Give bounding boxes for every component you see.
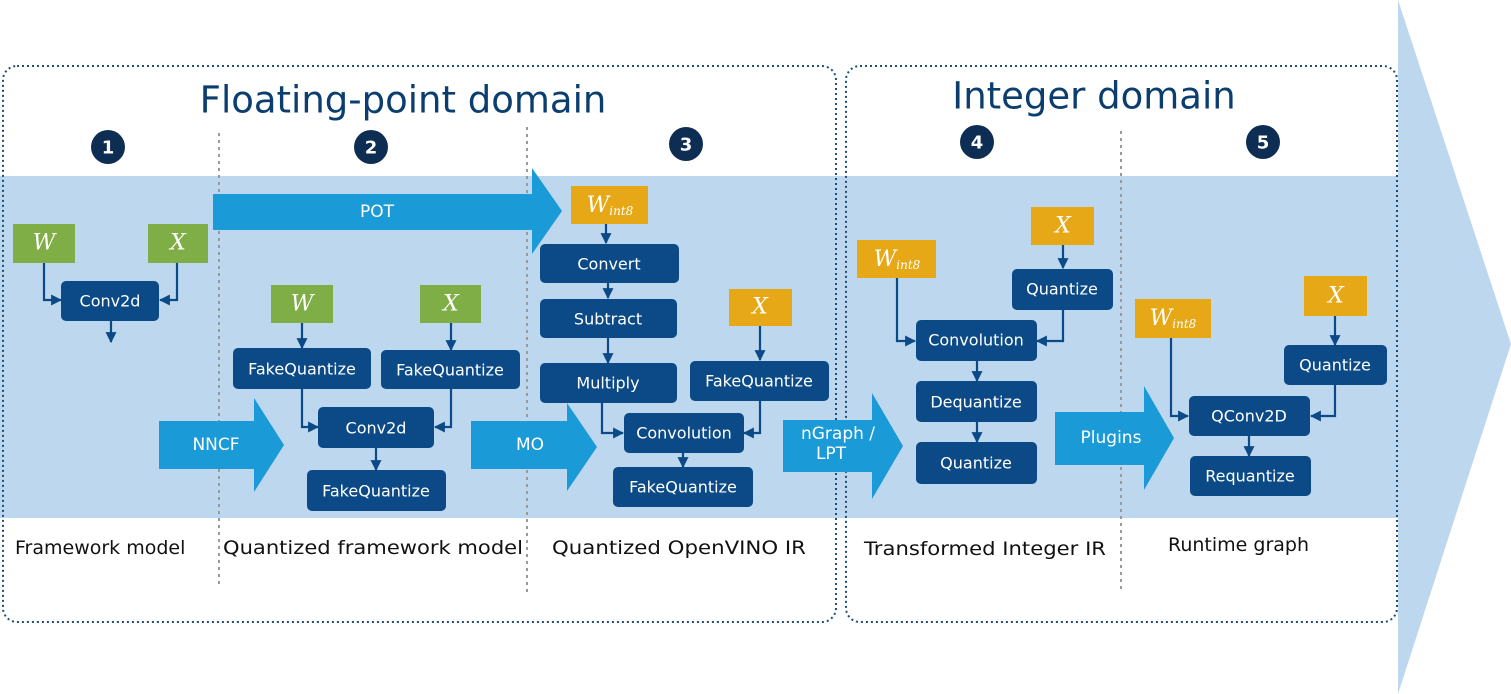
svg-text:Conv2d: Conv2d (80, 292, 141, 311)
s1-conv2d-node: Conv2d (61, 281, 159, 321)
stage-label-runtime-graph: Runtime graph (1168, 534, 1309, 556)
plugins-arrow: Plugins (1055, 386, 1174, 490)
ngraph-lpt-arrow: nGraph / LPT (783, 393, 903, 499)
s1-var-w: W (13, 224, 75, 263)
s3-fakequantize-out-node: FakeQuantize (613, 467, 753, 507)
s3-var-w-int8: Wint8 (571, 186, 648, 224)
svg-text:X: X (1326, 284, 1345, 309)
svg-text:FakeQuantize: FakeQuantize (705, 372, 813, 391)
svg-text:Convolution: Convolution (928, 331, 1024, 350)
floating-point-domain-title: Floating-point domain (200, 79, 607, 122)
stage-label-framework-model: Framework model (15, 537, 185, 559)
s3-fakequantize-x-node: FakeQuantize (690, 361, 829, 401)
s2-var-x: X (420, 285, 481, 323)
s4-dequantize-node: Dequantize (916, 381, 1037, 422)
mo-arrow: MO (471, 403, 597, 491)
svg-text:Quantize: Quantize (1026, 280, 1098, 299)
svg-text:LPT: LPT (816, 444, 847, 464)
s5-qconv2d-node: QConv2D (1189, 396, 1310, 436)
connectors (42, 224, 1341, 472)
s3-convert-node: Convert (540, 244, 679, 283)
s3-subtract-node: Subtract (540, 299, 677, 338)
svg-text:Multiply: Multiply (576, 374, 639, 393)
svg-text:POT: POT (360, 202, 395, 222)
s2-var-w: W (271, 285, 333, 323)
s3-convolution-node: Convolution (624, 413, 744, 453)
svg-text:5: 5 (1257, 133, 1270, 154)
svg-text:FakeQuantize: FakeQuantize (396, 361, 504, 380)
svg-text:Wint8: Wint8 (1150, 306, 1197, 332)
svg-text:Quantize: Quantize (940, 454, 1012, 473)
pot-arrow: POT (213, 168, 562, 254)
s2-fakequantize-out-node: FakeQuantize (307, 470, 446, 511)
s5-var-w-int8: Wint8 (1135, 299, 1211, 338)
svg-text:W: W (291, 292, 316, 317)
svg-text:nGraph /: nGraph / (801, 424, 875, 444)
s1-var-x: X (148, 224, 208, 263)
svg-text:Wint8: Wint8 (587, 193, 634, 219)
svg-text:QConv2D: QConv2D (1211, 407, 1287, 426)
svg-text:4: 4 (971, 133, 984, 154)
s4-quantize-x-node: Quantize (1012, 269, 1113, 310)
s3-var-x: X (729, 289, 792, 326)
svg-text:X: X (441, 292, 460, 317)
svg-text:MO: MO (516, 435, 544, 455)
step-badge-5: 5 (1246, 125, 1280, 159)
s5-requantize-node: Requantize (1190, 456, 1311, 496)
svg-text:Dequantize: Dequantize (930, 393, 1021, 412)
s3-multiply-node: Multiply (540, 363, 677, 403)
step-badge-3: 3 (669, 127, 703, 161)
svg-text:FakeQuantize: FakeQuantize (322, 482, 430, 501)
s5-quantize-x-node: Quantize (1284, 345, 1387, 385)
svg-text:NNCF: NNCF (192, 435, 239, 455)
floating-point-domain-box (2, 65, 837, 623)
stage-label-quantized-openvino-ir: Quantized OpenVINO IR (552, 537, 806, 559)
svg-text:Conv2d: Conv2d (346, 419, 407, 438)
svg-text:2: 2 (365, 138, 378, 159)
stage-label-transformed-integer-ir: Transformed Integer IR (863, 538, 1106, 560)
step-badge-2: 2 (354, 130, 388, 164)
svg-text:Subtract: Subtract (574, 310, 642, 329)
integer-domain-title: Integer domain (952, 75, 1235, 118)
nncf-arrow: NNCF (159, 398, 284, 492)
s2-fakequantize-x-node: FakeQuantize (381, 350, 520, 389)
step-badge-4: 4 (960, 125, 994, 159)
svg-text:X: X (168, 231, 187, 256)
s4-convolution-node: Convolution (916, 320, 1037, 361)
s4-quantize-out-node: Quantize (916, 442, 1037, 484)
svg-text:Convolution: Convolution (636, 424, 732, 443)
s4-var-w-int8: Wint8 (857, 240, 936, 278)
s5-var-x: X (1304, 276, 1367, 316)
svg-text:W: W (33, 231, 58, 256)
svg-text:X: X (1053, 214, 1072, 239)
big-flow-arrow (1398, 0, 1511, 694)
step-badge-1: 1 (91, 130, 125, 164)
stage-label-quantized-framework-model: Quantized framework model (223, 537, 523, 559)
s2-conv2d-node: Conv2d (318, 407, 434, 448)
s2-fakequantize-w-node: FakeQuantize (233, 348, 371, 389)
svg-text:Plugins: Plugins (1081, 428, 1142, 448)
svg-text:1: 1 (102, 138, 115, 159)
svg-text:Requantize: Requantize (1205, 467, 1294, 486)
svg-text:3: 3 (680, 135, 693, 156)
svg-text:Quantize: Quantize (1299, 356, 1371, 375)
s4-var-x: X (1031, 207, 1094, 245)
svg-text:Wint8: Wint8 (874, 247, 921, 273)
svg-text:FakeQuantize: FakeQuantize (248, 360, 356, 379)
svg-text:FakeQuantize: FakeQuantize (629, 478, 737, 497)
integer-domain-box (845, 65, 1398, 623)
svg-text:Convert: Convert (577, 255, 640, 274)
svg-text:X: X (750, 295, 769, 320)
